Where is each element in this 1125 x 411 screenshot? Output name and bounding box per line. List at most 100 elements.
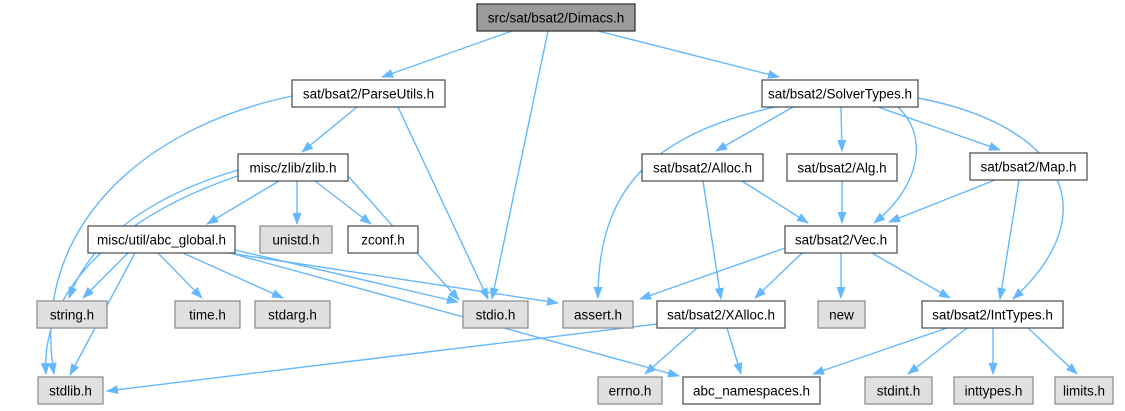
- node-label-time: time.h: [189, 307, 226, 322]
- node-xalloc[interactable]: sat/bsat2/XAlloc.h: [656, 300, 786, 329]
- node-box-stdlib: [37, 376, 104, 405]
- node-box-abc_global: [87, 225, 236, 254]
- edge-solvertypes-to-vec: [873, 106, 917, 224]
- node-box-errno: [597, 376, 663, 405]
- node-errno[interactable]: errno.h: [597, 376, 663, 405]
- node-box-alloc: [641, 153, 764, 182]
- edge-vec-to-xalloc: [754, 252, 803, 299]
- node-inttypes_sys[interactable]: inttypes.h: [953, 376, 1034, 405]
- node-label-stdlib: stdlib.h: [49, 383, 92, 398]
- node-box-parseutils: [291, 79, 446, 108]
- node-assert[interactable]: assert.h: [562, 300, 634, 329]
- node-box-abc_namespaces: [682, 376, 821, 405]
- edge-parseutils-to-stdio: [397, 106, 489, 300]
- node-box-stdio: [462, 300, 529, 329]
- edge-abc_global-to-stdarg: [182, 252, 284, 299]
- node-box-dimacs: [476, 3, 636, 32]
- node-label-map: sat/bsat2/Map.h: [980, 159, 1076, 174]
- node-label-errno: errno.h: [609, 383, 652, 398]
- edge-parseutils-to-zlib: [301, 106, 358, 153]
- edge-abc_global-to-assert: [234, 253, 559, 306]
- node-stdint[interactable]: stdint.h: [864, 376, 933, 405]
- node-label-alg: sat/bsat2/Alg.h: [797, 160, 886, 175]
- edge-abc_global-to-abc_namespaces: [229, 252, 680, 378]
- node-box-xalloc: [656, 300, 786, 329]
- node-label-xalloc: sat/bsat2/XAlloc.h: [667, 307, 775, 322]
- node-label-alloc: sat/bsat2/Alloc.h: [653, 160, 752, 175]
- edge-inttypes_hdr-to-limits: [1027, 327, 1078, 375]
- edge-xalloc-to-stdlib: [106, 323, 658, 395]
- edge-vec-to-assert: [639, 247, 786, 300]
- edge-solvertypes-to-assert: [593, 106, 776, 299]
- node-box-zconf: [347, 225, 419, 254]
- edge-inttypes_hdr-to-stdint: [907, 327, 968, 375]
- node-label-vec: sat/bsat2/Vec.h: [795, 232, 887, 247]
- node-map[interactable]: sat/bsat2/Map.h: [969, 152, 1088, 181]
- node-label-dimacs: src/sat/bsat2/Dimacs.h: [488, 10, 625, 25]
- node-box-alg: [786, 153, 898, 182]
- node-parseutils[interactable]: sat/bsat2/ParseUtils.h: [291, 79, 446, 108]
- node-box-assert: [562, 300, 634, 329]
- node-label-new: new: [829, 307, 854, 322]
- node-label-string: string.h: [50, 307, 94, 322]
- node-box-new: [817, 300, 866, 329]
- node-alg[interactable]: sat/bsat2/Alg.h: [786, 153, 898, 182]
- edge-solvertypes-to-map: [877, 106, 1001, 151]
- edge-map-to-vec: [888, 179, 996, 223]
- node-alloc[interactable]: sat/bsat2/Alloc.h: [641, 153, 764, 182]
- edge-xalloc-to-errno: [644, 327, 698, 375]
- node-box-solvertypes: [761, 79, 919, 108]
- node-stdlib[interactable]: stdlib.h: [37, 376, 104, 405]
- node-label-abc_global: misc/util/abc_global.h: [97, 232, 226, 247]
- edge-zlib-to-stdlib: [40, 175, 239, 375]
- node-abc_namespaces[interactable]: abc_namespaces.h: [682, 376, 821, 405]
- node-abc_global[interactable]: misc/util/abc_global.h: [87, 225, 236, 254]
- node-zlib[interactable]: misc/zlib/zlib.h: [237, 153, 349, 182]
- node-solvertypes[interactable]: sat/bsat2/SolverTypes.h: [761, 79, 919, 108]
- edge-alloc-to-xalloc: [702, 180, 724, 300]
- edge-map-to-inttypes_hdr: [997, 179, 1020, 300]
- node-label-inttypes_hdr: sat/bsat2/IntTypes.h: [932, 307, 1053, 322]
- node-limits[interactable]: limits.h: [1054, 376, 1114, 405]
- edge-dimacs-to-parseutils: [381, 30, 513, 78]
- edge-abc_global-to-stdio: [234, 249, 459, 304]
- node-box-zlib: [237, 153, 349, 182]
- node-new[interactable]: new: [817, 300, 866, 329]
- node-box-string: [36, 300, 108, 329]
- node-label-stdio: stdio.h: [476, 307, 516, 322]
- node-label-stdint: stdint.h: [877, 383, 921, 398]
- node-inttypes_hdr[interactable]: sat/bsat2/IntTypes.h: [921, 300, 1064, 329]
- node-stdio[interactable]: stdio.h: [462, 300, 529, 329]
- node-box-inttypes_hdr: [921, 300, 1064, 329]
- node-label-zconf: zconf.h: [361, 232, 405, 247]
- node-box-inttypes_sys: [953, 376, 1034, 405]
- node-zconf[interactable]: zconf.h: [347, 225, 419, 254]
- node-box-vec: [784, 225, 898, 254]
- node-dimacs[interactable]: src/sat/bsat2/Dimacs.h: [476, 3, 636, 32]
- edge-inttypes_hdr-to-abc_namespaces: [812, 327, 948, 375]
- edge-dimacs-to-solvertypes: [597, 30, 780, 79]
- edge-abc_global-to-string: [82, 252, 129, 299]
- edge-solvertypes-to-alloc: [715, 106, 794, 152]
- node-vec[interactable]: sat/bsat2/Vec.h: [784, 225, 898, 254]
- node-stdarg[interactable]: stdarg.h: [254, 300, 331, 329]
- edge-zlib-to-abc_global: [206, 180, 280, 225]
- node-label-parseutils: sat/bsat2/ParseUtils.h: [303, 86, 434, 101]
- node-label-unistd: unistd.h: [272, 232, 319, 247]
- node-label-stdarg: stdarg.h: [268, 307, 317, 322]
- node-label-inttypes_sys: inttypes.h: [965, 383, 1023, 398]
- node-box-limits: [1054, 376, 1114, 405]
- node-string[interactable]: string.h: [36, 300, 108, 329]
- node-box-map: [969, 152, 1088, 181]
- edge-vec-to-inttypes_hdr: [871, 252, 951, 299]
- node-unistd[interactable]: unistd.h: [259, 225, 333, 254]
- edge-alloc-to-vec: [741, 180, 809, 224]
- node-time[interactable]: time.h: [174, 300, 241, 329]
- edge-xalloc-to-abc_namespaces: [726, 327, 743, 375]
- node-label-assert: assert.h: [574, 307, 622, 322]
- node-box-stdint: [864, 376, 933, 405]
- node-label-zlib: misc/zlib/zlib.h: [249, 160, 336, 175]
- edge-solvertypes-to-alg: [837, 106, 847, 152]
